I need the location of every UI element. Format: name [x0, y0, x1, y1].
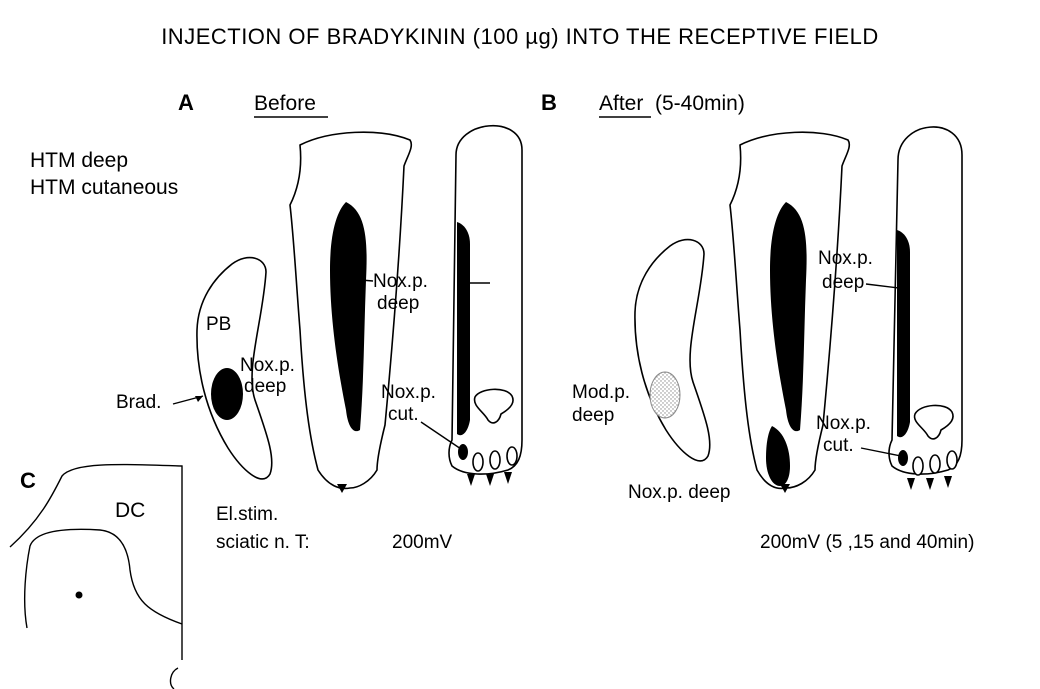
noxp-deep-label-b-lower: Nox.p. deep — [628, 482, 730, 503]
stim-label-line1: El.stim. — [216, 504, 278, 525]
dc-label: DC — [115, 499, 145, 522]
noxp-cut-label-b-line2: cut. — [823, 435, 854, 456]
panel-a-heading: Before — [254, 92, 316, 115]
toe-a3 — [507, 447, 517, 465]
panel-c-spinal-section: C DC — [10, 465, 182, 689]
injection-site-spot — [211, 368, 243, 420]
stim-label-line2: sciatic n. T: — [216, 532, 310, 553]
legend-htm-deep: HTM deep — [30, 149, 128, 172]
noxp-cut-label-a-line1: Nox.p. — [381, 382, 436, 403]
paw-claws-b — [907, 476, 952, 490]
moderate-response-area — [650, 372, 680, 418]
toe-b2 — [930, 455, 940, 473]
panel-b-after: Mod.p. deep Nox.p. deep Nox.p. deep Nox.… — [572, 127, 962, 503]
noxp-deep-label-b2-line1: Nox.p. — [818, 248, 873, 269]
stim-value-before: 200mV — [392, 532, 453, 553]
panel-a-letter: A — [178, 90, 194, 115]
noxp-deep-label-a2-line2: deep — [377, 293, 419, 314]
cutaneous-response-spot-b — [898, 450, 908, 466]
toe-b3 — [947, 451, 957, 469]
noxp-cut-label-a-line2: cut. — [388, 404, 419, 425]
paw-outline-b — [635, 240, 710, 461]
section-edge-mark — [171, 668, 178, 689]
toe-b1 — [913, 457, 923, 475]
legend-htm-cutaneous: HTM cutaneous — [30, 176, 178, 199]
paw-claws-a — [467, 472, 512, 486]
noxp-deep-label-a2-line1: Nox.p. — [373, 271, 428, 292]
recording-site-dot — [76, 592, 83, 599]
deep-response-area-b-right — [897, 230, 910, 437]
panel-c-letter: C — [20, 468, 36, 493]
modp-deep-label-line1: Mod.p. — [572, 382, 630, 403]
noxp-deep-label-a1-line2: deep — [244, 376, 286, 397]
brad-label: Brad. — [116, 392, 161, 413]
toe-a2 — [490, 451, 500, 469]
noxp-cut-label-b-line1: Nox.p. — [816, 413, 871, 434]
panel-b-heading: After — [599, 92, 643, 115]
cutaneous-response-spot-a — [458, 444, 468, 460]
brad-pointer-arrowhead — [195, 396, 203, 402]
stim-value-after: 200mV (5 ,15 and 40min) — [760, 532, 974, 553]
panel-b-letter: B — [541, 90, 557, 115]
dorsal-horn-inner-outline — [25, 529, 182, 628]
noxp-deep-label-b2-line2: deep — [822, 272, 864, 293]
noxp-deep-label-a1-line1: Nox.p. — [240, 355, 295, 376]
deep-response-area-a-right — [457, 222, 470, 435]
modp-deep-label-line2: deep — [572, 405, 614, 426]
figure-title: INJECTION OF BRADYKININ (100 µg) INTO TH… — [161, 24, 879, 49]
noxp-deep-pointer-a2 — [361, 280, 373, 281]
pb-label: PB — [206, 314, 231, 335]
dorsal-horn-outer-outline — [10, 465, 182, 660]
toe-a1 — [473, 453, 483, 471]
panel-b-heading-suffix: (5-40min) — [655, 92, 745, 115]
